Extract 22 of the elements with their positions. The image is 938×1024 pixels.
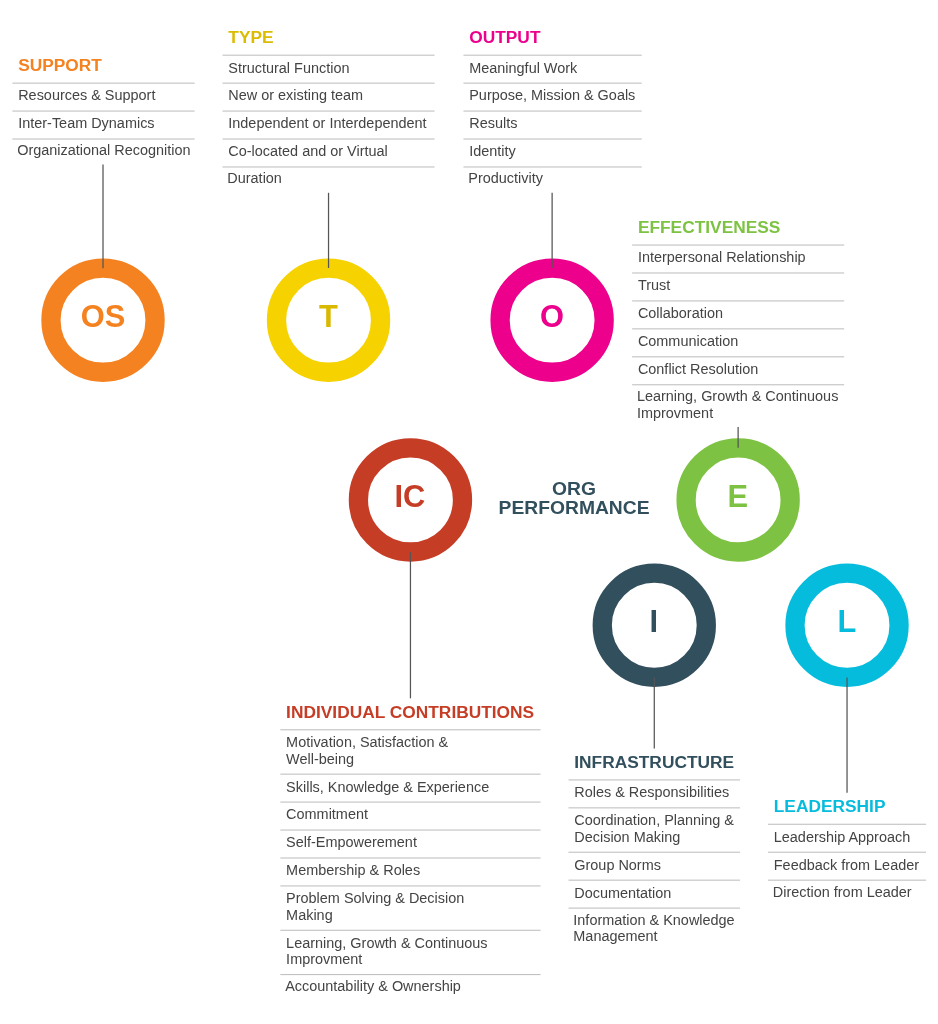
connector xyxy=(102,164,104,269)
connector xyxy=(653,676,655,749)
node-text: TYPE Structural Function New or existing team Independent or Interdependent Co-located and or Virtual Duration xyxy=(227,27,427,187)
label: ORG PERFORMANCE xyxy=(498,478,650,519)
node-text: LEADERSHIP Leadership Approach Feedback from Leader Direction from Leader xyxy=(772,796,920,900)
node-text: SUPPORT Resources & Support Inter-Team Dynamics Organizational Recognition xyxy=(17,54,191,159)
connector xyxy=(846,676,848,794)
node-text: OUTPUT Meaningful Work Purpose, Mission & Goals Results Identity Productivity xyxy=(468,27,636,187)
connector xyxy=(551,192,553,269)
node-circle: T xyxy=(266,258,391,382)
node-text: INFRASTRUCTURE Roles & Responsibilities Coordination, Planning & Decision Making Group Norms Documentation Information & Knowledge Management xyxy=(573,751,735,944)
node-text: EFFECTIVENESS Interpersonal Relationship Trust Collaboration Communication Conflict Resolution Learning, Growth & Continuous Improvment xyxy=(636,216,839,421)
node-circle: I xyxy=(592,563,716,687)
connector xyxy=(737,426,739,449)
node-circle: IC xyxy=(348,438,473,562)
node-circle: O xyxy=(490,258,614,382)
connector xyxy=(409,551,412,699)
node-text: INDIVIDUAL CONTRIBUTIONS Motivation, Satisfaction & Well-being Skills, Knowledge & Experience Commitment Self-Empowerement Membership & Roles Problem Solving & Decision Making Learning, Growth & Continuous Improvment Accountability & Ownership xyxy=(285,701,535,994)
node-circle: OS xyxy=(41,258,165,382)
connector xyxy=(327,192,330,269)
node-circle: E xyxy=(676,438,800,562)
node-circle: L xyxy=(785,563,909,687)
